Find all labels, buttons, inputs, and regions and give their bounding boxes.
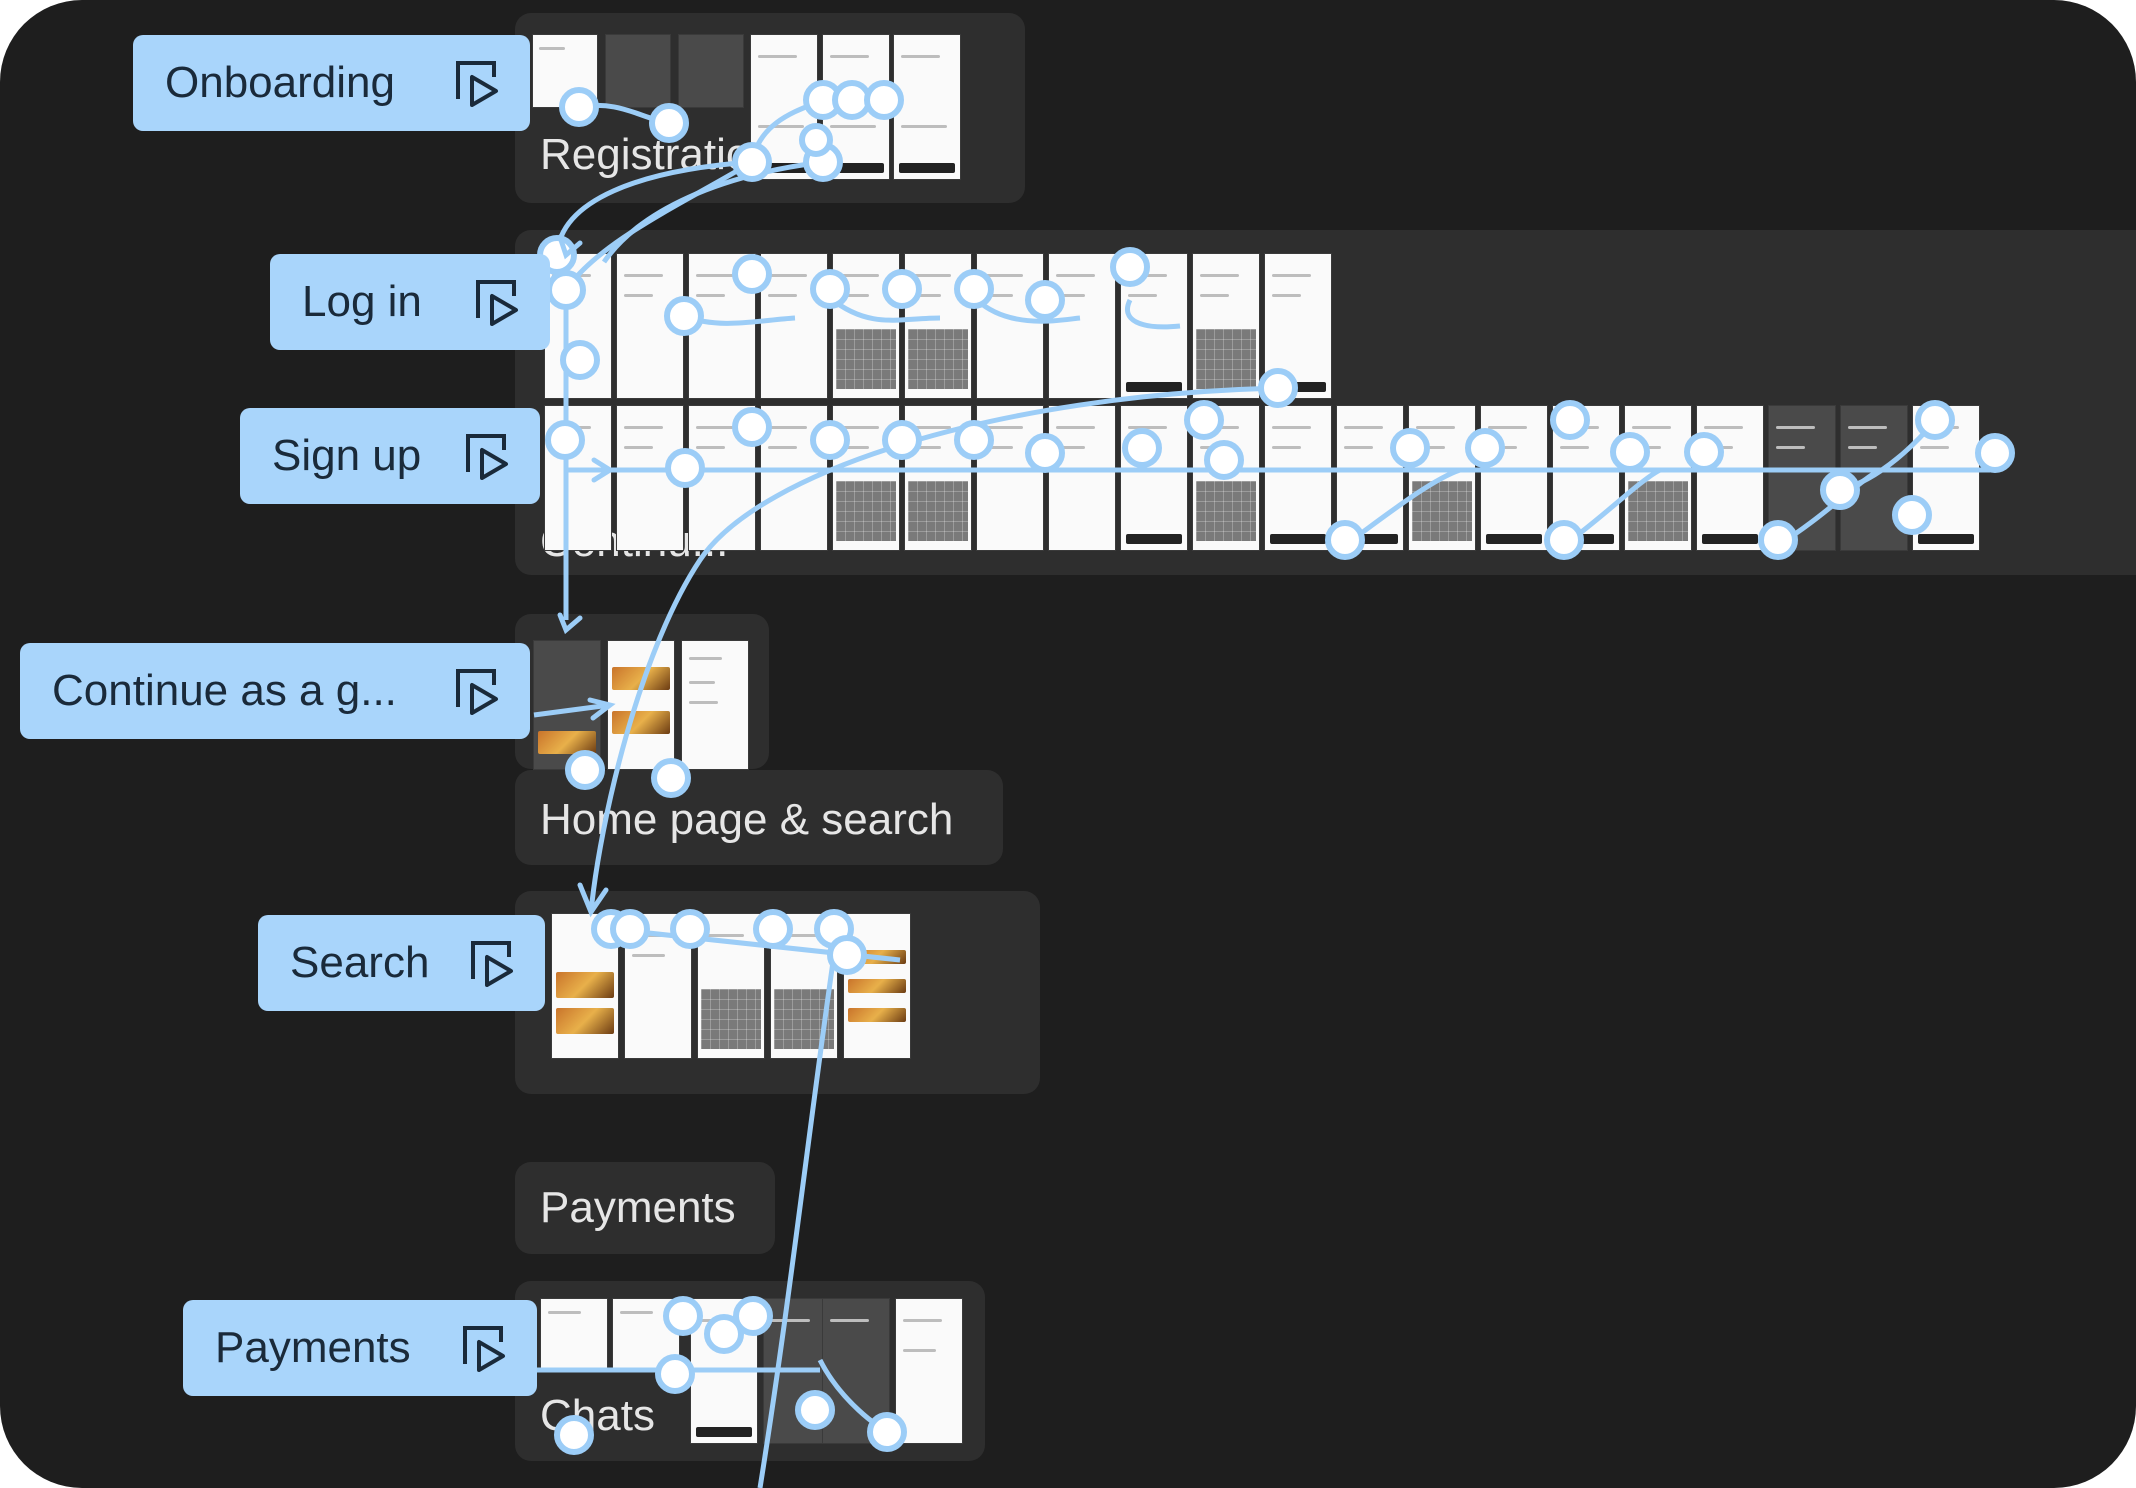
- screen-frame[interactable]: [605, 34, 671, 108]
- flow-label-onboarding: Onboarding: [165, 58, 395, 107]
- screen-frame[interactable]: [1912, 405, 1980, 551]
- flow-signup[interactable]: Sign up: [240, 408, 540, 504]
- section-title-registration: Registration: [540, 130, 775, 179]
- flow-onboarding[interactable]: Onboarding: [133, 35, 530, 131]
- screen-frame[interactable]: [681, 640, 749, 770]
- screen-frame[interactable]: [1264, 405, 1332, 551]
- screen-frame[interactable]: [544, 405, 612, 551]
- section-home-title-tab[interactable]: Home page & search: [515, 770, 1003, 865]
- play-frame-icon: [476, 280, 518, 326]
- screen-frame[interactable]: [822, 1298, 890, 1444]
- screen-frame[interactable]: [763, 1298, 831, 1444]
- screen-frame[interactable]: [1840, 405, 1908, 551]
- screen-frame[interactable]: [690, 1298, 758, 1444]
- screen-frame[interactable]: [544, 253, 612, 399]
- play-frame-icon: [466, 434, 508, 480]
- screen-frame[interactable]: [540, 1298, 608, 1372]
- screen-frame[interactable]: [616, 405, 684, 551]
- screen-frame[interactable]: [843, 913, 911, 1059]
- screen-frame[interactable]: [1264, 253, 1332, 399]
- screen-frame[interactable]: [750, 34, 818, 180]
- screen-frame[interactable]: [697, 913, 765, 1059]
- screen-frame[interactable]: [1120, 253, 1188, 399]
- flow-guest[interactable]: Continue as a g...: [20, 643, 530, 739]
- screen-frame[interactable]: [822, 34, 890, 180]
- screen-frame[interactable]: [976, 253, 1044, 399]
- flow-label-payments: Payments: [215, 1323, 411, 1372]
- screen-frame[interactable]: [532, 34, 598, 108]
- screen-frame[interactable]: [1336, 405, 1404, 551]
- flow-label-login: Log in: [302, 277, 422, 326]
- section-title-chats: Chats: [540, 1391, 655, 1440]
- screen-frame[interactable]: [832, 253, 900, 399]
- section-payments[interactable]: Payments: [515, 1162, 775, 1254]
- screen-frame[interactable]: [976, 405, 1044, 551]
- screen-frame[interactable]: [551, 913, 619, 1059]
- flow-payments[interactable]: Payments: [183, 1300, 537, 1396]
- screen-frame[interactable]: [1768, 405, 1836, 551]
- screen-frame[interactable]: [533, 640, 601, 770]
- screen-frame[interactable]: [893, 34, 961, 180]
- screen-frame[interactable]: [904, 253, 972, 399]
- section-title-payments: Payments: [540, 1183, 736, 1232]
- screen-frame[interactable]: [607, 640, 675, 770]
- play-frame-icon: [456, 669, 498, 715]
- flow-search[interactable]: Search: [258, 915, 545, 1011]
- screen-frame[interactable]: [1408, 405, 1476, 551]
- screen-frame[interactable]: [1192, 405, 1260, 551]
- screen-frame[interactable]: [616, 253, 684, 399]
- play-frame-icon: [456, 61, 498, 107]
- screen-frame[interactable]: [1120, 405, 1188, 551]
- screen-frame[interactable]: [624, 913, 692, 1059]
- screen-frame[interactable]: [612, 1298, 680, 1372]
- play-frame-icon: [463, 1326, 505, 1372]
- screen-frame[interactable]: [1480, 405, 1548, 551]
- screen-frame[interactable]: [1192, 253, 1260, 399]
- screen-frame[interactable]: [760, 253, 828, 399]
- screen-frame[interactable]: [1624, 405, 1692, 551]
- screen-frame[interactable]: [688, 253, 756, 399]
- flow-login[interactable]: Log in: [270, 254, 550, 350]
- screen-frame[interactable]: [678, 34, 744, 108]
- screen-frame[interactable]: [1696, 405, 1764, 551]
- screen-frame[interactable]: [904, 405, 972, 551]
- screen-frame[interactable]: [895, 1298, 963, 1444]
- play-frame-icon: [471, 941, 513, 987]
- section-title-home: Home page & search: [540, 795, 954, 844]
- screen-frame[interactable]: [832, 405, 900, 551]
- screen-frame[interactable]: [760, 405, 828, 551]
- screen-frame[interactable]: [1552, 405, 1620, 551]
- flow-label-search: Search: [290, 938, 430, 987]
- screen-frame[interactable]: [770, 913, 838, 1059]
- screen-frame[interactable]: [1048, 405, 1116, 551]
- screen-frame[interactable]: [1048, 253, 1116, 399]
- flow-label-guest: Continue as a g...: [52, 666, 397, 715]
- flow-label-signup: Sign up: [272, 431, 422, 480]
- screen-frame[interactable]: [688, 405, 756, 551]
